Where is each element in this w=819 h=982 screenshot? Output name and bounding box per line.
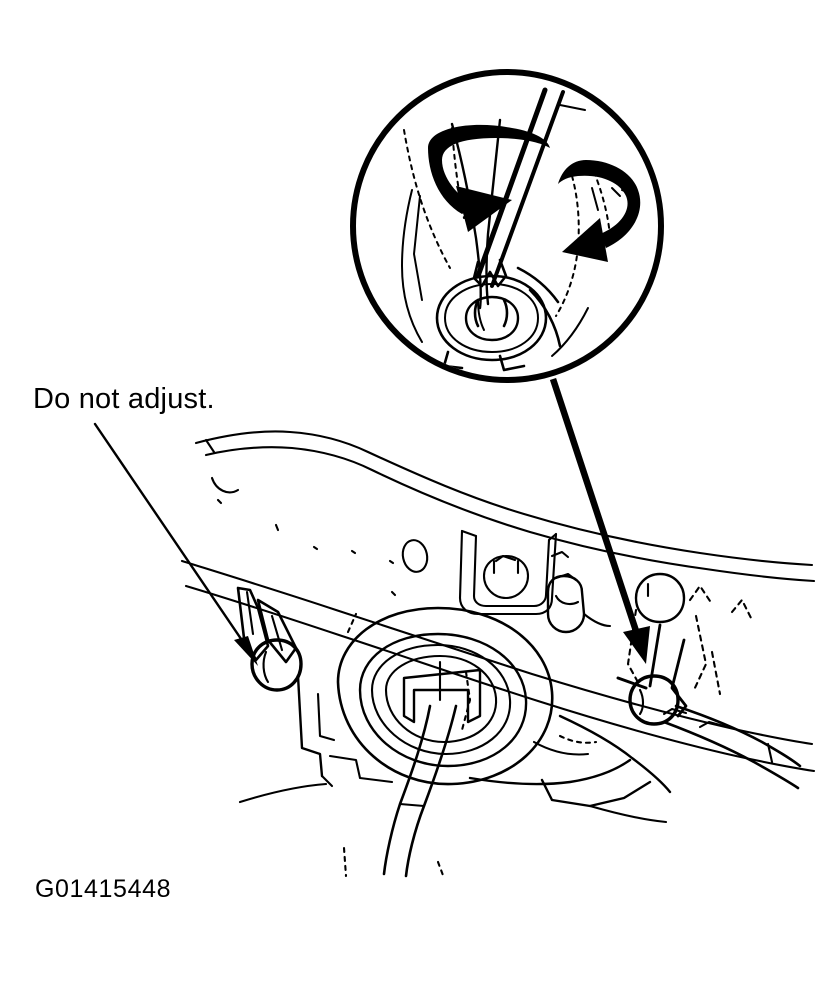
detail-housing-crease (413, 195, 423, 301)
right-flange-rib (766, 742, 774, 764)
connector-ring-1 (358, 632, 528, 768)
hidden-edge-d (346, 612, 358, 634)
center-bolt-head (482, 554, 530, 600)
detail-bolt-inner (464, 295, 520, 342)
right-bracket-arm-left (648, 623, 662, 688)
panel-speck-e (388, 559, 395, 565)
right-flange-top (674, 704, 802, 768)
right-bolt-head-upper (634, 572, 686, 624)
left-bracket-blade-inner (256, 598, 298, 664)
lower-shelf-left (328, 754, 394, 784)
right-frag-b (730, 598, 754, 622)
upper-panel-edge (194, 430, 814, 567)
hidden-edge-h (558, 734, 598, 744)
warning-leader-arrowhead (234, 636, 258, 666)
detail-bolt-tab-right (498, 354, 526, 372)
rotation-arrow-right-body (558, 160, 641, 248)
detail-shaft-top (559, 104, 586, 111)
detail-bolt-mid-ring (444, 283, 539, 353)
stud-boss-foot (582, 612, 612, 628)
right-frag-a (688, 584, 714, 606)
detail-tick-a (591, 187, 599, 211)
warning-leader-line (93, 422, 256, 660)
hidden-edge-e (460, 670, 472, 732)
upper-panel-edge-inner (204, 446, 816, 583)
main-assembly-drawing (180, 430, 816, 880)
detail-housing-right (555, 175, 580, 317)
connector-outer-housing (336, 606, 554, 786)
center-bracket-cap-left (460, 529, 478, 538)
hidden-edge-g (436, 860, 446, 880)
detail-shaft-left-edge (475, 87, 548, 279)
detail-bolt-facet-b (502, 298, 509, 328)
left-top-tick (204, 438, 216, 454)
left-blade-crease2 (270, 614, 284, 652)
panel-speck-f (390, 590, 397, 597)
panel-dimple (210, 476, 240, 494)
connector-cable-right (404, 704, 458, 878)
callout-leader-line (549, 377, 644, 645)
detail-tool-edge-left (450, 122, 482, 310)
rotation-arrow-left-body (428, 124, 550, 214)
left-housing-step (316, 692, 336, 742)
panel-speck-c (312, 545, 319, 551)
lower-shelf-right (468, 758, 632, 786)
lower-housing-edge (588, 804, 668, 824)
lower-shelf-rib (532, 740, 590, 756)
stud-boss-shade (554, 594, 580, 606)
cable-band (398, 802, 426, 808)
detail-tick-b (611, 187, 621, 197)
rotation-arrow-right-head (562, 218, 608, 262)
left-adjustment-bolt (250, 638, 303, 692)
figure-id-label: G01415448 (35, 875, 172, 903)
rotation-arrow-left-head (456, 186, 512, 232)
hidden-edge-b (692, 614, 708, 692)
right-bracket-arm-right (670, 638, 688, 718)
detail-bolt-outer-ring (435, 274, 548, 362)
right-mounting-bolt (628, 674, 680, 726)
detail-housing-r2 (551, 307, 589, 357)
hidden-edge-c (710, 650, 722, 696)
detail-housing-left2 (401, 189, 423, 343)
connector-ring-3 (384, 654, 498, 744)
warning-label: Do not adjust. (33, 383, 215, 415)
callout-leader (549, 377, 650, 664)
right-bracket-foot (616, 676, 648, 690)
panel-speck-d (350, 549, 357, 555)
detail-bolt-collar (472, 258, 508, 288)
callout-detail-contents (401, 87, 641, 372)
panel-hole (401, 539, 429, 573)
detail-shaft-right-edge (490, 90, 565, 288)
detail-housing-left (403, 129, 451, 269)
right-flange-bottom (662, 720, 800, 790)
center-bracket-inner (472, 534, 551, 608)
callout-leader-arrowhead (623, 626, 650, 664)
rail-notch-b (698, 720, 726, 729)
detail-bolt-facet-a (473, 298, 480, 328)
warning-leader (93, 422, 258, 666)
panel-speck-b (274, 523, 280, 532)
left-housing-corner (320, 774, 334, 788)
connector-ring-2 (370, 643, 512, 756)
center-bracket-cap-right (547, 532, 558, 542)
stud-boss (546, 574, 586, 634)
left-housing-wall (296, 674, 324, 778)
detail-bracket-leg (528, 288, 562, 348)
center-bracket-tab (550, 550, 570, 559)
right-bolt-shade (638, 688, 645, 716)
rotation-arrow-left (428, 124, 550, 232)
center-bracket-outer (458, 529, 558, 616)
lower-rib-diagonal (558, 714, 672, 794)
left-housing-base (238, 782, 328, 804)
left-blade-crease (245, 590, 255, 636)
left-bolt-shade (262, 650, 270, 684)
rotation-arrow-right (558, 160, 641, 262)
hidden-edge-f (342, 846, 348, 878)
panel-speck-a (216, 498, 223, 505)
detail-bracket-arm (516, 266, 560, 304)
hidden-edge-a (626, 608, 642, 688)
